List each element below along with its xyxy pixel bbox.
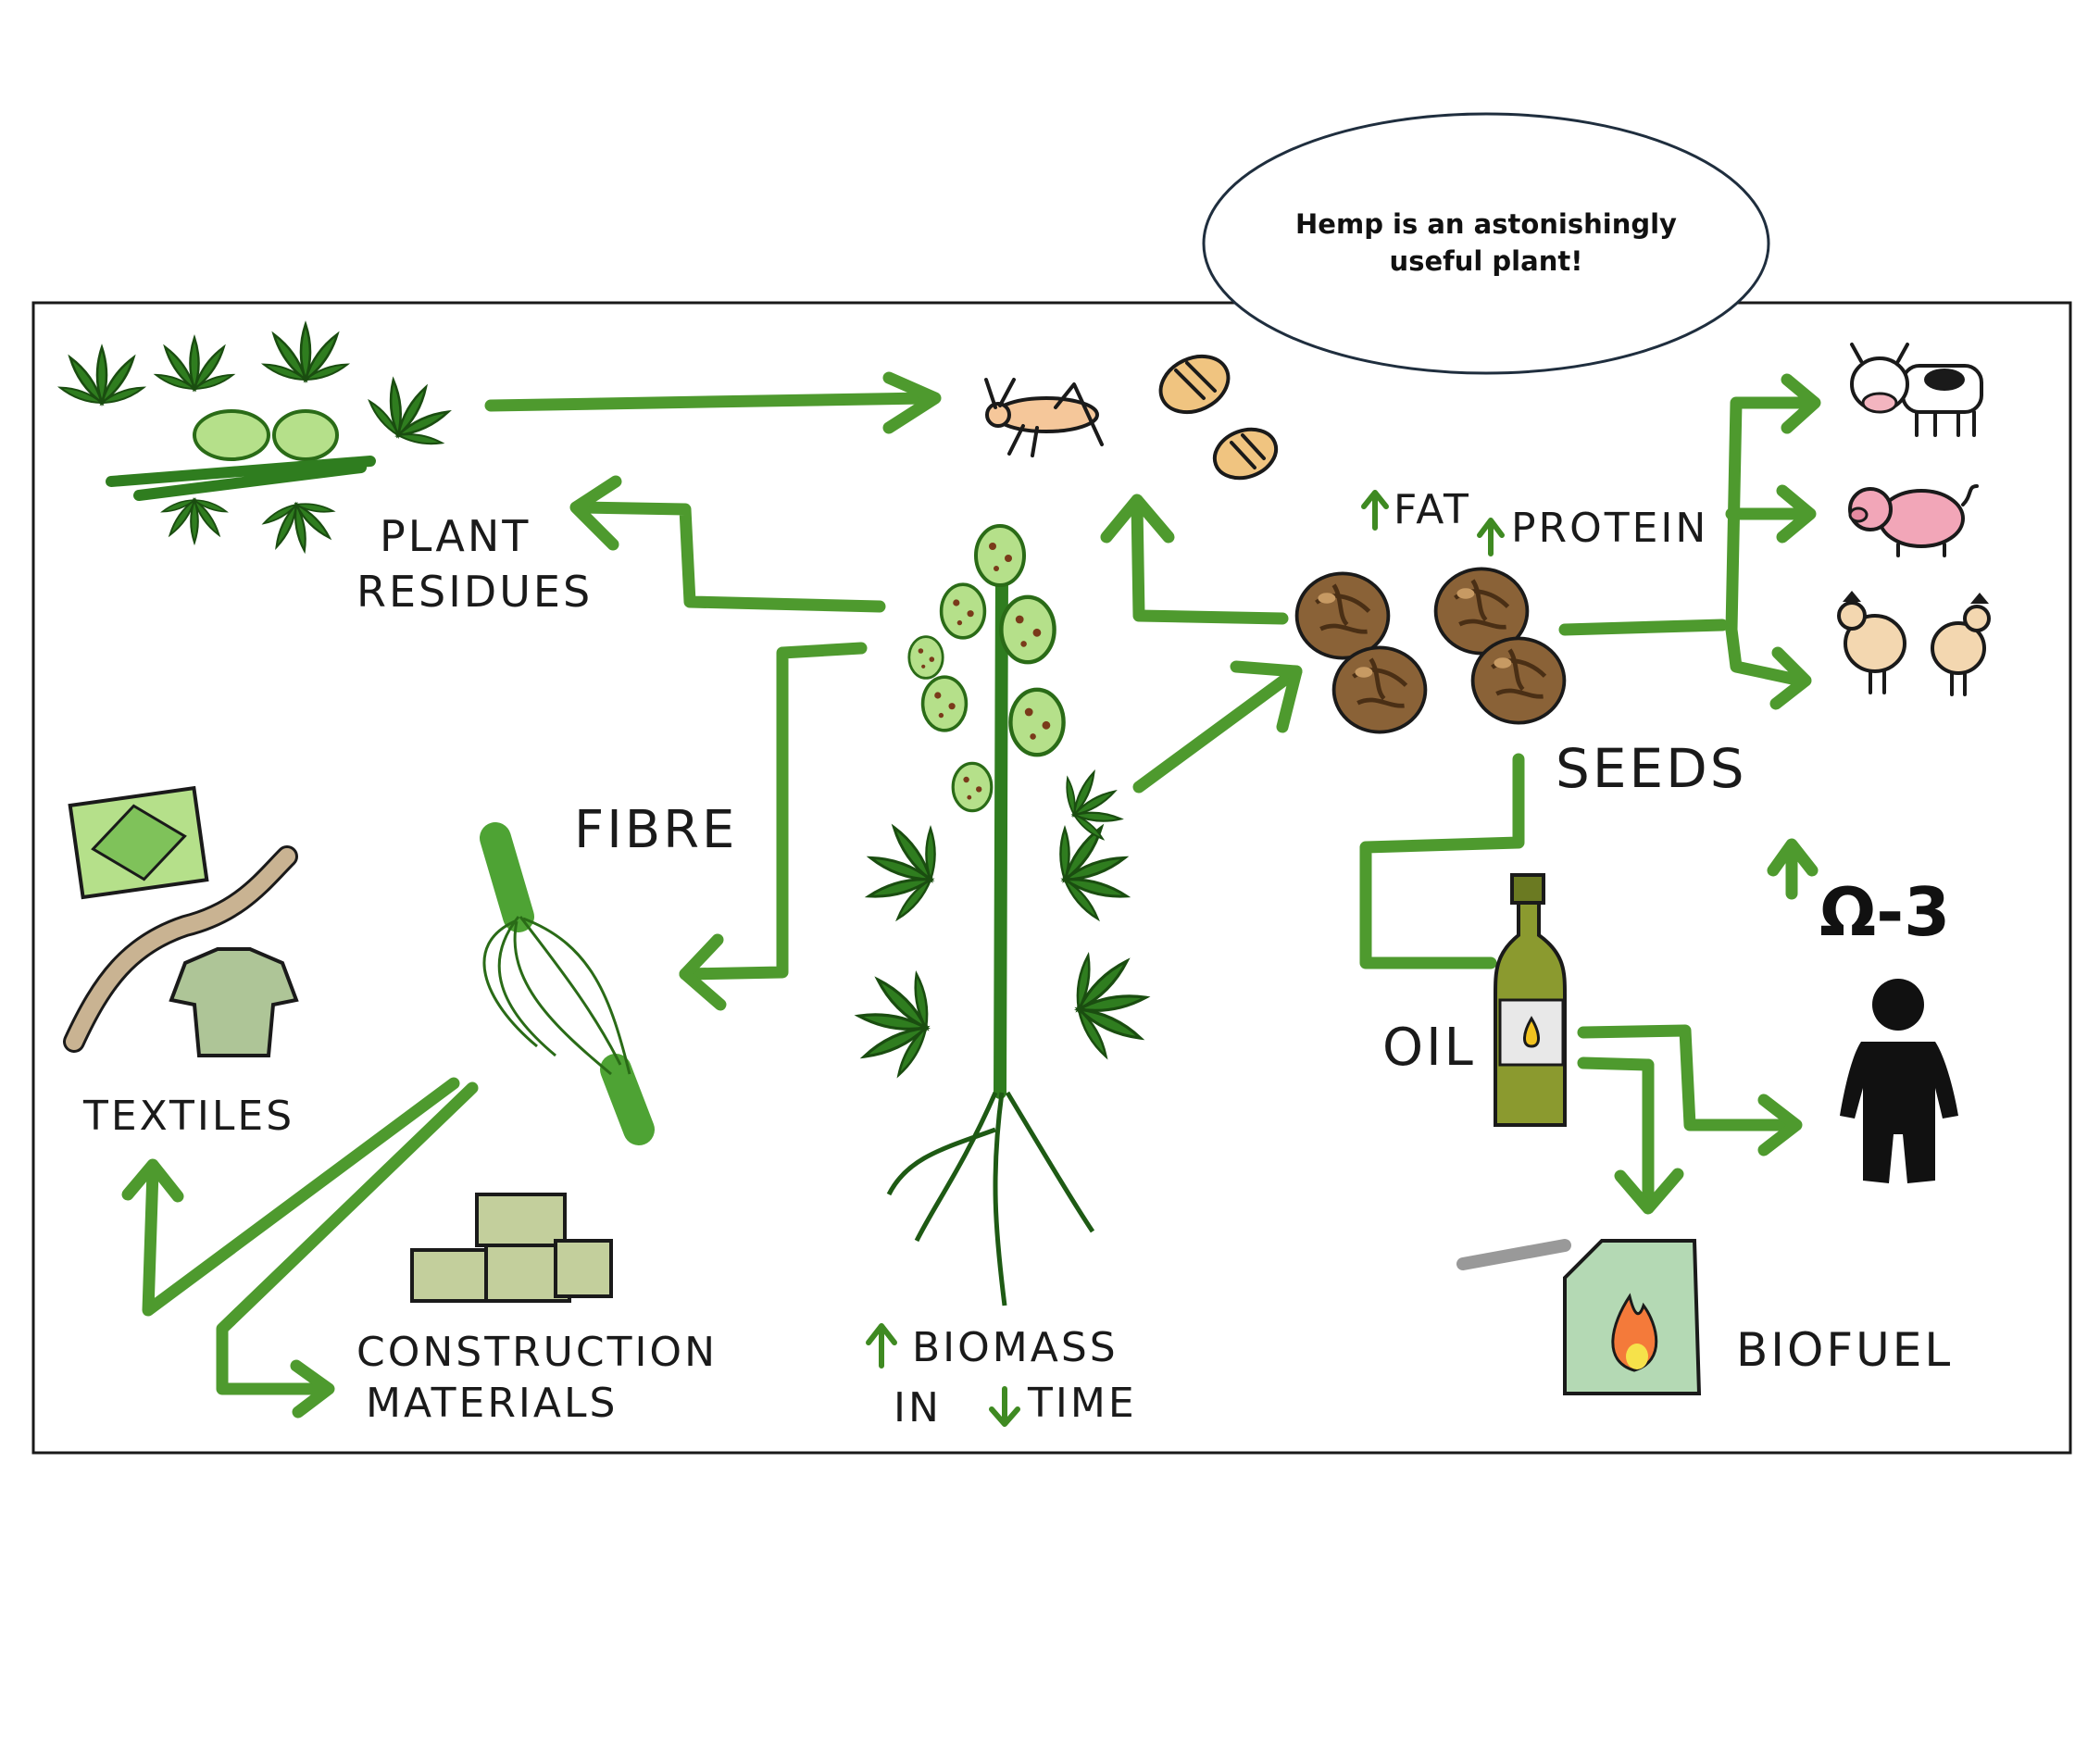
bubble-line-2: useful plant! (1390, 245, 1583, 277)
fibre-label: FIBRE (574, 800, 737, 860)
chicken-icon (1837, 591, 1991, 696)
fuel-can-icon (1456, 1239, 1702, 1395)
oil-label: OIL (1382, 1018, 1476, 1078)
larva-icon (1158, 354, 1279, 481)
arrow-residues-to-insects (484, 392, 932, 412)
fibre-stalk-icon (480, 822, 655, 1145)
textiles-label: TEXTILES (82, 1093, 294, 1140)
biomass-label-1: BIOMASS (912, 1324, 1119, 1371)
biomass-in: IN (894, 1384, 942, 1431)
biofuel-label: BIOFUEL (1736, 1323, 1953, 1377)
arrow-plant-to-seeds (1132, 665, 1303, 794)
arrow-oil-to-person (1577, 1024, 1798, 1131)
biomass-label: BIOMASS IN TIME (866, 1323, 1137, 1431)
construction-label-2: MATERIALS (366, 1380, 618, 1427)
plant-residues-icon (59, 324, 463, 556)
cow-icon (1850, 343, 1983, 437)
fat-label: FAT (1394, 486, 1471, 533)
arrow-seeds-to-livestock (1558, 619, 1729, 636)
blocks-icon (410, 1193, 613, 1303)
arrow-oil-to-biofuel (1577, 1056, 1655, 1210)
plant-residues-label-2: RESIDUES (356, 567, 593, 617)
sweater-icon (169, 947, 299, 1057)
arrow-seeds-to-insects (1131, 498, 1289, 625)
plant-residues-label-1: PLANT (380, 511, 531, 561)
construction-label-1: CONSTRUCTION (356, 1329, 718, 1376)
speech-bubble: Hemp is an astonishingly useful plant! (1202, 112, 1770, 375)
seeds-icon (1297, 569, 1565, 731)
hemp-plant-icon (850, 524, 1156, 1306)
omega3-label: Ω-3 (1819, 873, 1950, 951)
seeds-label: SEEDS (1556, 737, 1747, 800)
pig-icon (1848, 484, 1979, 557)
arrow-plant-to-residues (572, 501, 886, 613)
person-icon (1840, 979, 1958, 1183)
oil-bottle-icon (1494, 873, 1567, 1127)
biomass-time: TIME (1027, 1380, 1137, 1427)
rug-icon (68, 785, 209, 900)
arrow-plant-to-fibre (679, 642, 868, 981)
cricket-icon (984, 378, 1104, 457)
protein-label: PROTEIN (1511, 505, 1708, 552)
bubble-line-1: Hemp is an astonishingly (1295, 208, 1677, 240)
diagram-frame (31, 301, 2072, 1455)
fat-protein-labels: FAT PROTEIN (1361, 486, 1708, 556)
arrow-fibre-to-textiles (142, 1077, 460, 1317)
arrow-seeds-to-oil (1359, 753, 1525, 969)
flow-arrows (121, 371, 1821, 1419)
rope-icon (63, 845, 298, 1053)
arrow-fibre-to-construction (216, 1081, 479, 1395)
